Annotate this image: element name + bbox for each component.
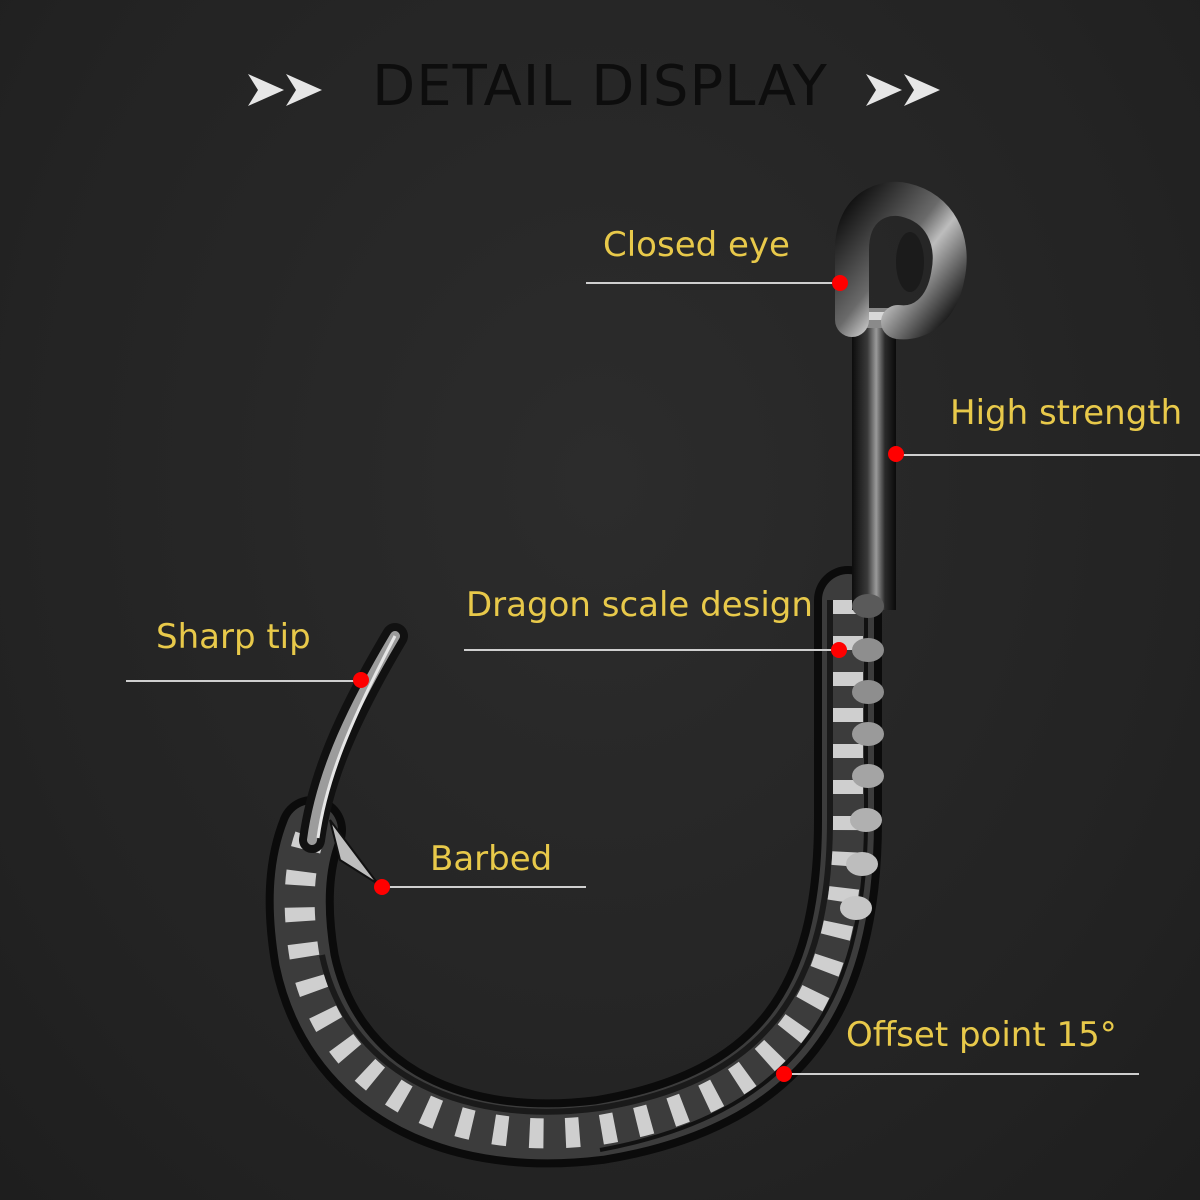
callout-offset-point-label: Offset point 15° <box>846 1015 1117 1055</box>
callout-high-strength-label: High strength <box>950 393 1183 433</box>
callout-barbed-marker <box>374 879 390 895</box>
callout-sharp-tip-line <box>126 680 362 682</box>
page-title: DETAIL DISPLAY <box>372 54 828 119</box>
callout-offset-point-marker <box>776 1066 792 1082</box>
hook-shank <box>852 320 896 610</box>
callout-closed-eye-marker <box>832 275 848 291</box>
double-chevron-right-icon <box>248 74 322 106</box>
callout-dragon-scale-label: Dragon scale design <box>466 585 813 625</box>
callout-sharp-tip-label: Sharp tip <box>156 617 311 657</box>
header: DETAIL DISPLAY <box>0 50 1200 130</box>
callout-sharp-tip-marker <box>353 672 369 688</box>
callout-barbed-line <box>382 886 586 888</box>
callout-barbed-label: Barbed <box>430 839 553 879</box>
callout-dragon-scale-line <box>464 649 840 651</box>
callout-closed-eye-line <box>586 282 840 284</box>
hook-eye <box>835 181 967 340</box>
callout-high-strength-marker <box>888 446 904 462</box>
double-chevron-right-icon <box>866 74 940 106</box>
hook-barb <box>329 819 379 885</box>
callout-high-strength-line <box>896 454 1200 456</box>
callout-closed-eye-label: Closed eye <box>603 225 790 265</box>
callout-dragon-scale-marker <box>831 642 847 658</box>
callout-offset-point-line <box>784 1073 1139 1075</box>
